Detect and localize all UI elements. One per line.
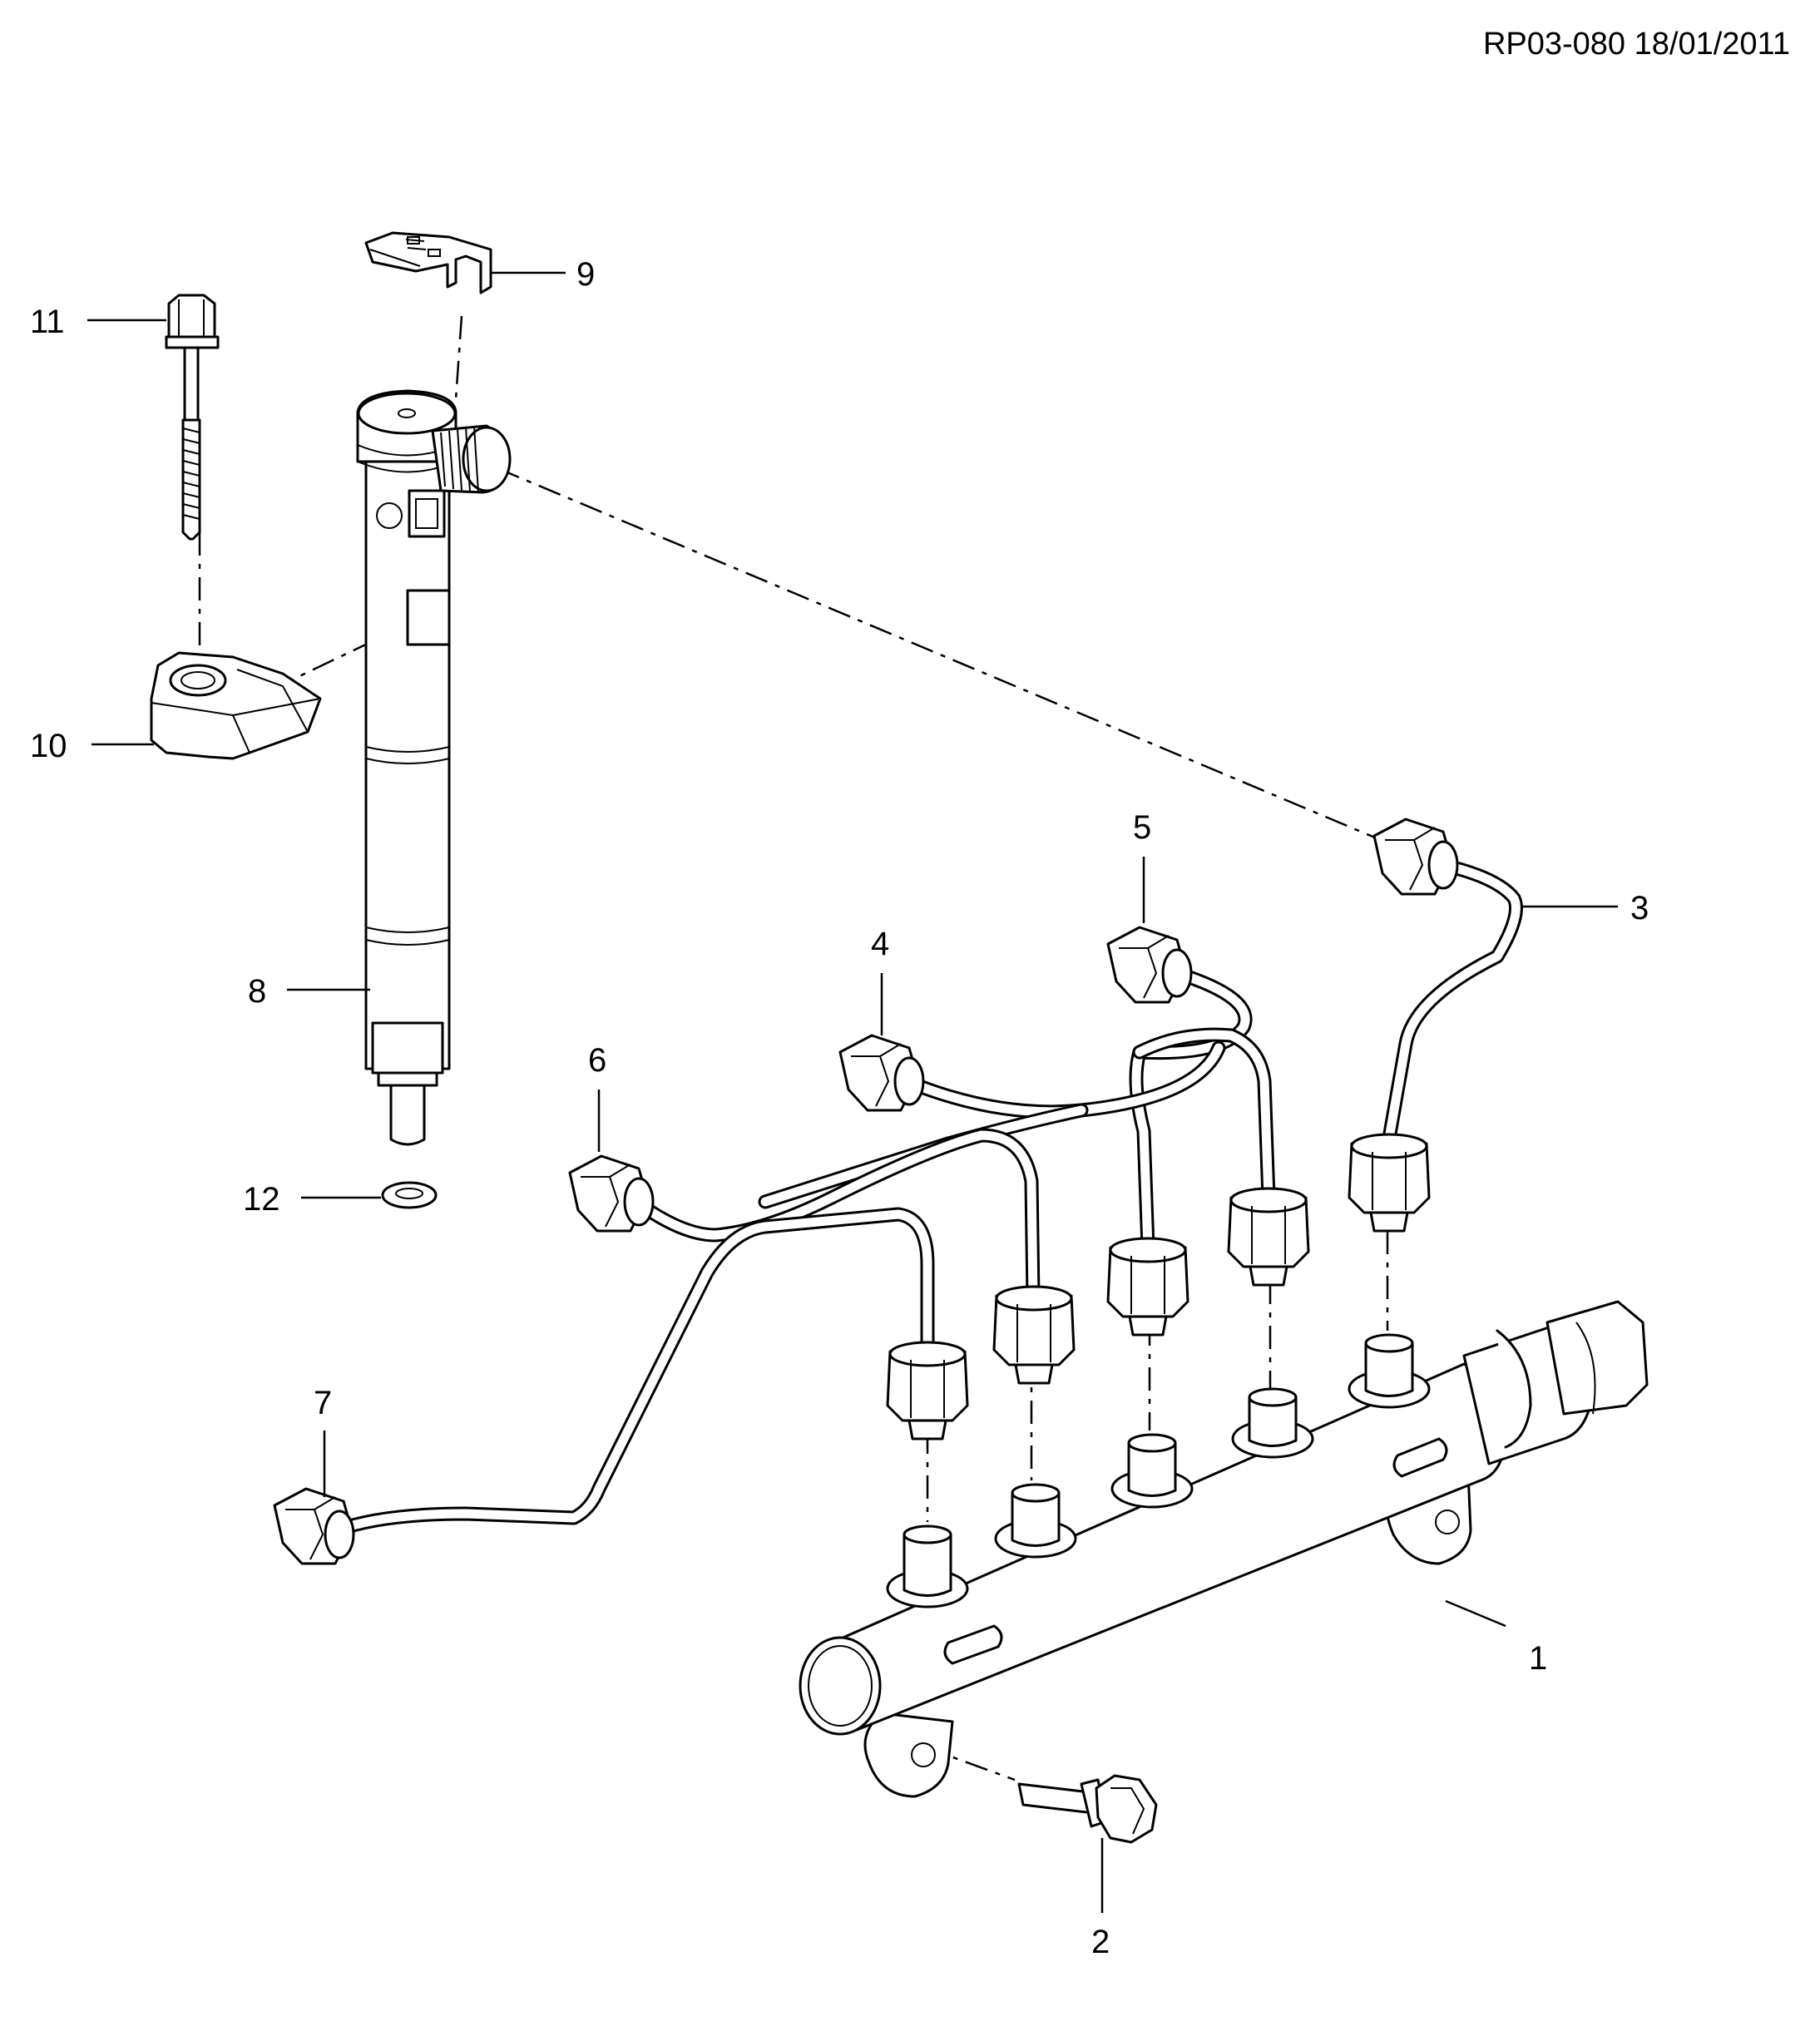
part-4-nut xyxy=(838,1034,925,1112)
rail-boss-3 xyxy=(1110,1433,1194,1509)
callout-2: 2 xyxy=(1091,1924,1110,1960)
drawing-reference: RP03-080 18/01/2011 xyxy=(1482,27,1790,62)
part-8-injector xyxy=(356,389,512,1146)
part-5-nut xyxy=(1106,926,1193,1004)
callout-10: 10 xyxy=(30,728,67,764)
rail-boss-5 xyxy=(1348,1333,1431,1409)
rail-nut-b xyxy=(1227,1187,1310,1287)
fuel-pipes xyxy=(329,857,1523,1538)
callout-3: 3 xyxy=(1630,890,1649,927)
callout-labels: 1 2 3 4 5 6 7 8 9 10 11 12 xyxy=(30,256,1649,1960)
callout-11: 11 xyxy=(30,304,65,340)
leader-lines xyxy=(87,271,1618,1913)
part-6-nut xyxy=(568,1154,655,1233)
callout-6: 6 xyxy=(588,1042,606,1079)
rail-nut-c xyxy=(1106,1237,1189,1337)
callout-7: 7 xyxy=(314,1385,332,1421)
rail-boss-2 xyxy=(994,1483,1077,1559)
part-2-bolt xyxy=(1017,1774,1158,1844)
callout-8: 8 xyxy=(248,973,266,1010)
injector-end-nuts xyxy=(273,818,1459,1565)
rail-boss-4 xyxy=(1231,1387,1314,1459)
part-11-bolt xyxy=(165,294,220,541)
part-9-clamp-plate xyxy=(364,231,492,294)
rail-nut-e xyxy=(886,1341,969,1440)
part-1-fuel-rail xyxy=(799,1300,1649,1798)
part-7-nut xyxy=(273,1487,355,1565)
part-3-nut xyxy=(1372,818,1459,896)
callout-9: 9 xyxy=(576,256,595,293)
callout-1: 1 xyxy=(1529,1640,1547,1677)
rail-end-nuts xyxy=(886,1133,1431,1440)
callout-5: 5 xyxy=(1133,809,1151,846)
part-10-injector-clamp xyxy=(150,651,322,760)
part-12-washer xyxy=(381,1181,438,1209)
rail-nut-a xyxy=(1348,1133,1431,1233)
rail-nut-d xyxy=(992,1285,1076,1385)
callout-12: 12 xyxy=(243,1181,280,1218)
callout-4: 4 xyxy=(871,926,889,962)
rail-boss-1 xyxy=(886,1524,969,1608)
